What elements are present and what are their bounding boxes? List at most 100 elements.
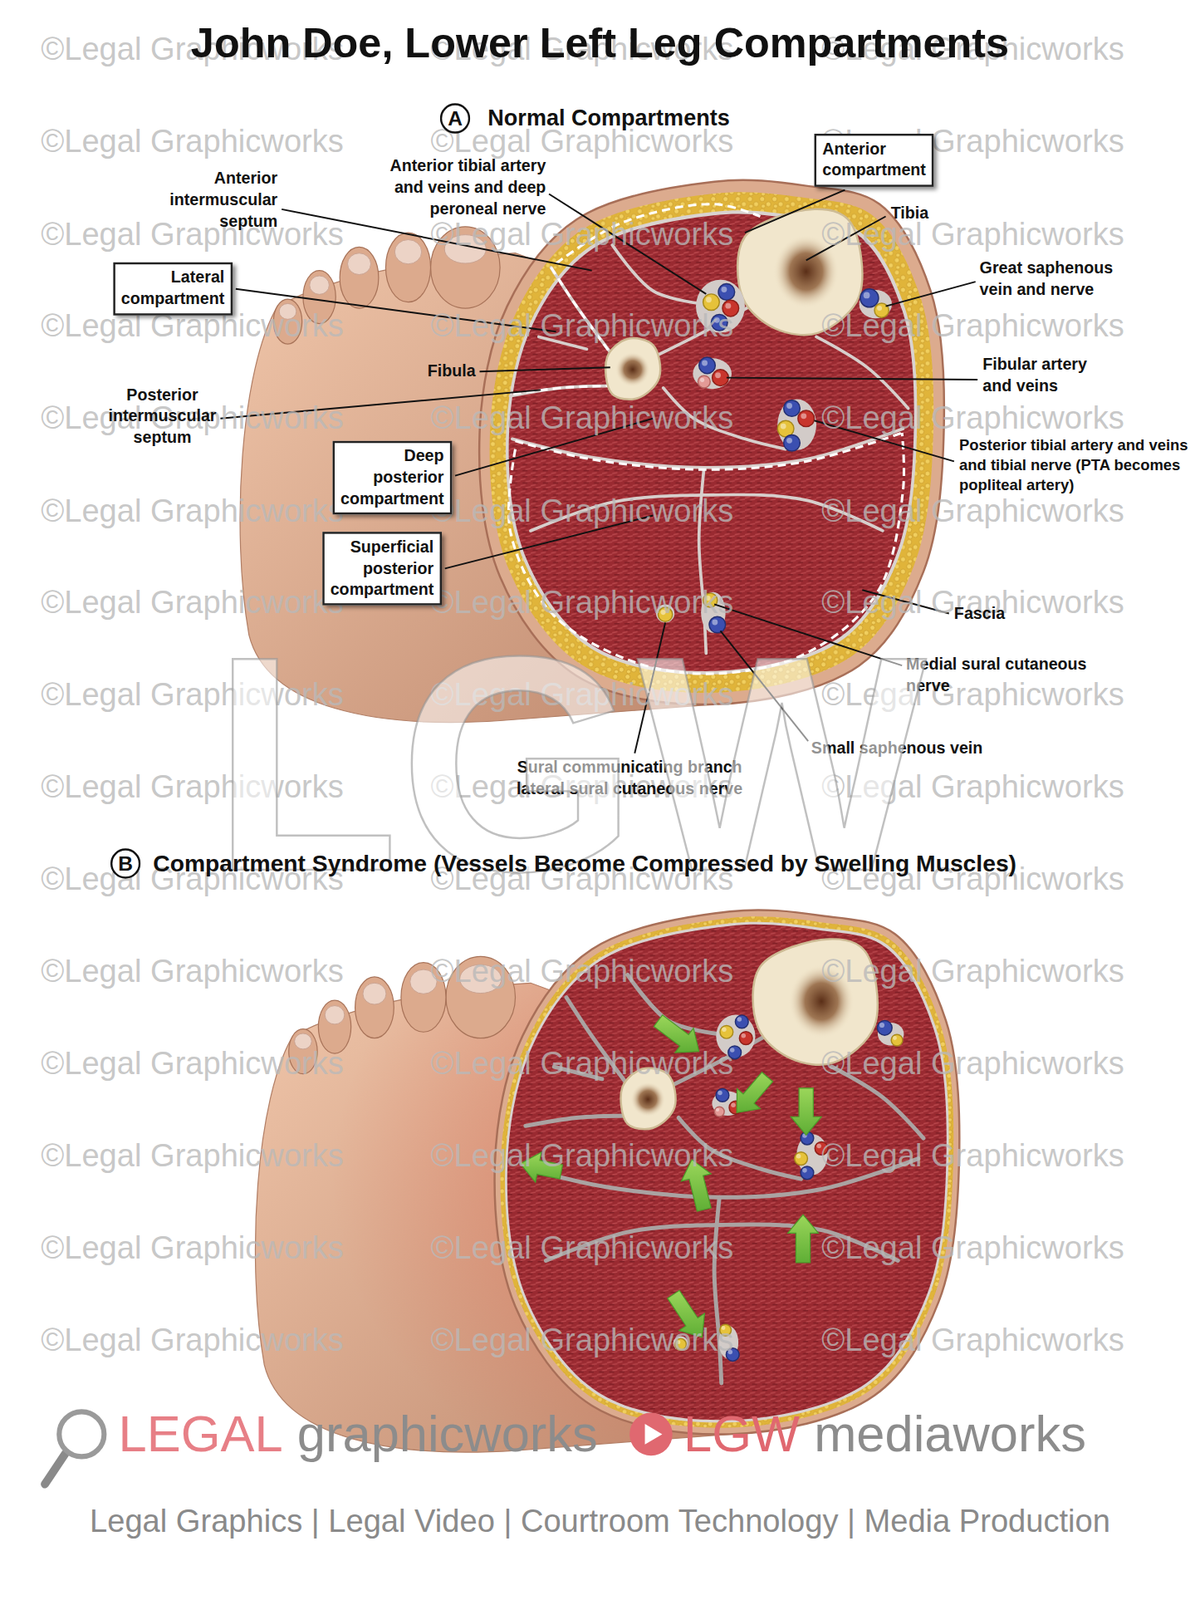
compartment-name: Lateral compartment [121, 267, 226, 310]
watermark: ©Legal Graphicworks [431, 491, 735, 530]
vessel-highlight [780, 423, 787, 430]
anatomy-label: Tibia [891, 203, 930, 226]
watermark: ©Legal Graphicworks [431, 1136, 735, 1175]
vessel [712, 369, 730, 387]
vessel [876, 1019, 892, 1035]
anatomy-label: Fibula [427, 361, 476, 383]
anatomy-label: Fascia [954, 602, 1005, 625]
watermark: ©Legal Graphicworks [821, 215, 1125, 254]
section-marker: A [440, 102, 471, 134]
anatomy-label: Great saphenous vein and nerve [979, 258, 1133, 301]
watermark: ©Legal Graphicworks [821, 1043, 1125, 1083]
vessel-highlight [879, 1022, 885, 1028]
leader-line [886, 281, 976, 306]
vessel [798, 410, 815, 427]
pressure-arrow [790, 1087, 822, 1136]
section-letter: B [110, 847, 142, 879]
watermark: ©Legal Graphicworks [821, 491, 1125, 530]
toe [355, 976, 395, 1039]
compartment-box: Anterior compartment [814, 133, 935, 187]
vessel [699, 357, 716, 374]
vessel [891, 1033, 903, 1046]
watermark: ©Legal Graphicworks [431, 1320, 735, 1359]
play-circle [629, 1412, 673, 1456]
section-heading: Normal Compartments [487, 105, 730, 133]
pressure-arrow [788, 1214, 819, 1263]
vessel-highlight [705, 296, 712, 303]
logo-lens [58, 1410, 104, 1456]
vessel [714, 1106, 725, 1117]
vessel [800, 1165, 814, 1180]
watermark: ©Legal Graphicworks [431, 1043, 735, 1083]
leader-line [480, 367, 611, 372]
watermark: ©Legal Graphicworks [40, 1043, 344, 1083]
pressure-arrow [736, 1072, 773, 1113]
compartment-boundary [515, 432, 903, 470]
vessel [783, 400, 801, 417]
logo-text: LGW [683, 1408, 800, 1460]
title: John Doe, Lower Left Leg Compartments [0, 18, 1200, 69]
fibula-bone [605, 337, 661, 399]
watermark: ©Legal Graphicworks [821, 1136, 1125, 1175]
section-heading: Compartment Syndrome (Vessels Become Com… [152, 850, 1017, 879]
vessel-highlight [701, 359, 708, 366]
vessel-highlight [786, 402, 793, 409]
vessel-highlight [863, 292, 871, 299]
fibula-marrow [615, 352, 651, 387]
anatomy-label: Anterior tibial artery and veins and dee… [357, 156, 546, 221]
vessel-highlight [737, 1016, 743, 1022]
compartment-name: Deep posterior compartment [340, 445, 445, 510]
vessel-highlight [741, 1033, 747, 1039]
compartment-boundary [513, 385, 611, 394]
vessel-highlight [730, 1102, 736, 1107]
intermuscular-septum [816, 336, 909, 408]
vessel [720, 1024, 734, 1039]
watermark: ©Legal Graphicworks [821, 1228, 1125, 1267]
anatomy-label: Posterior tibial artery and veins and ti… [959, 434, 1192, 495]
vessel-highlight [796, 1153, 802, 1159]
vessel-highlight [715, 1107, 720, 1112]
vessel-highlight [720, 286, 727, 293]
vessel [860, 288, 879, 308]
toenail [362, 982, 387, 1005]
compartment-box: Deep posterior compartment [332, 440, 452, 515]
vessel-highlight [724, 303, 731, 309]
compartment-box: Superficial posterior compartment [322, 531, 442, 606]
toenail [309, 275, 330, 294]
watermark: ©Legal Graphicworks [40, 122, 344, 162]
vessel [783, 434, 801, 451]
vessel-highlight [892, 1035, 897, 1040]
watermark: ©Legal Graphicworks [821, 1320, 1125, 1359]
vessel-highlight [816, 1143, 822, 1149]
section-letter: A [440, 102, 471, 134]
toe [318, 999, 351, 1054]
compartment-box: Lateral compartment [112, 262, 233, 315]
anatomy-label: Anterior intermuscular septum [169, 168, 278, 233]
logo-text: mediaworks [813, 1408, 1087, 1460]
compartment-name: Superficial posterior compartment [330, 536, 435, 601]
watermark: ©Legal Graphicworks [40, 1228, 344, 1267]
logo-text: LEGAL [118, 1408, 284, 1460]
vessel-highlight [802, 1167, 808, 1173]
vessel-highlight [715, 372, 721, 378]
fibula-marrow [630, 1081, 666, 1117]
play-icon [628, 1410, 674, 1456]
watermark: ©Legal Graphicworks [40, 491, 344, 530]
leader-line [726, 377, 978, 380]
watermark: ©Legal Graphicworks [821, 399, 1125, 438]
watermark: ©Legal Graphicworks [40, 1320, 344, 1359]
watermark: ©Legal Graphicworks [40, 215, 344, 254]
play-triangle [644, 1423, 662, 1445]
toenail [324, 1005, 345, 1024]
watermark: ©Legal Graphicworks [431, 399, 735, 438]
watermark: ©Legal Graphicworks [431, 1228, 735, 1267]
vessel-highlight [717, 1090, 723, 1096]
watermark: ©Legal Graphicworks [821, 951, 1125, 990]
vessel [715, 1088, 730, 1103]
watermark: ©Legal Graphicworks [821, 307, 1125, 346]
vessel [739, 1031, 753, 1045]
watermark: ©Legal Graphicworks [431, 307, 735, 346]
logo-row: LEGALgraphicworksLGWmediaworks [118, 1408, 1087, 1460]
footer-text: Legal Graphics | Legal Video | Courtroom… [0, 1502, 1200, 1541]
